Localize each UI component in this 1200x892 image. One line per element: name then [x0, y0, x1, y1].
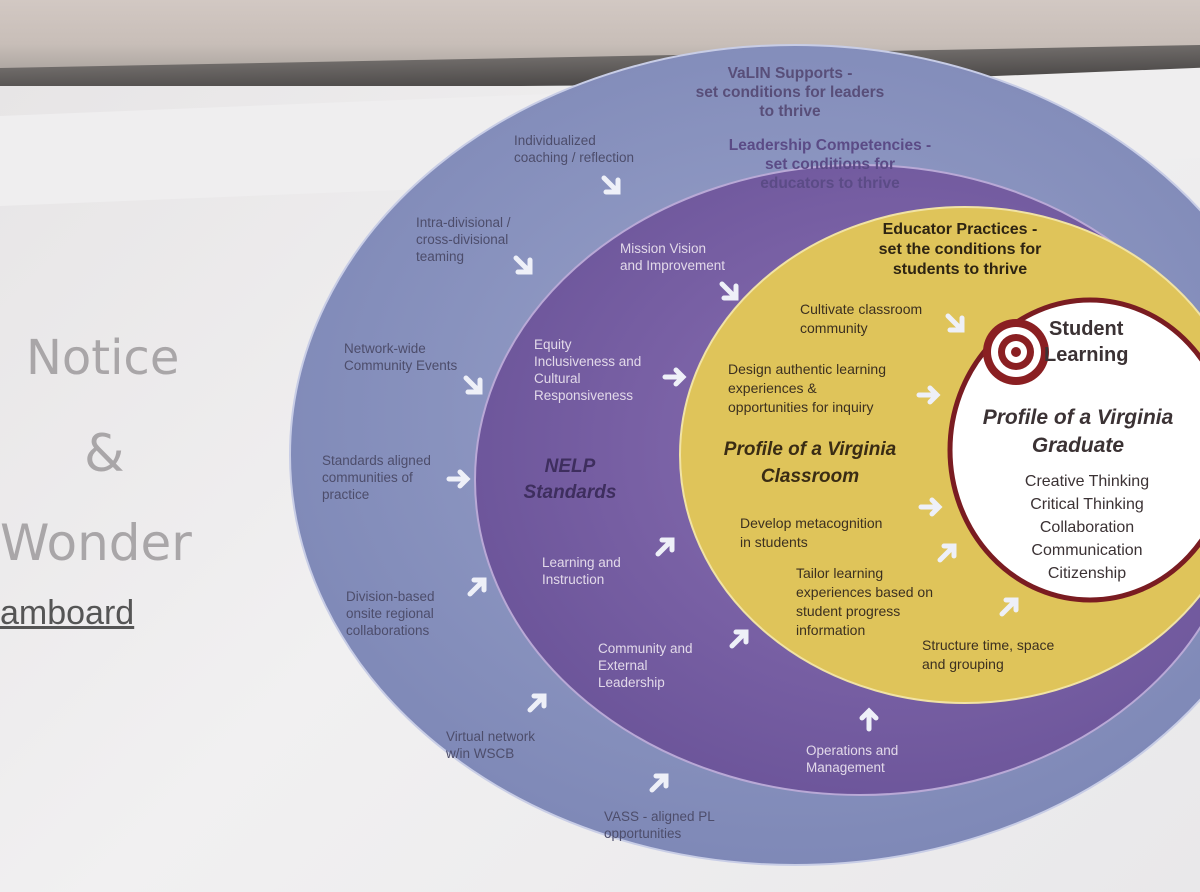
inner-item-3: Develop metacognition in students: [740, 515, 883, 550]
middle-item-2: Equity Inclusiveness and Cultural Respon…: [534, 337, 642, 403]
middle-ring-title: Leadership Competencies - set conditions…: [728, 137, 932, 192]
arrow-icon: [655, 537, 675, 557]
arrow-icon: [859, 707, 879, 732]
skill-item: Communication: [1031, 542, 1143, 559]
arrow-icon: [446, 469, 471, 489]
nelp-standards-label: NELP Standards: [523, 456, 617, 503]
middle-item-1: Mission Vision and Improvement: [620, 241, 726, 273]
outer-item-6: Virtual network w/in WSCB: [446, 729, 536, 761]
arrow-icon: [945, 313, 965, 333]
arrow-icon: [601, 175, 621, 195]
middle-item-3: Learning and Instruction: [542, 555, 621, 587]
skill-item: Critical Thinking: [1030, 496, 1144, 513]
inner-item-1: Cultivate classroom community: [800, 301, 923, 336]
skill-item: Collaboration: [1039, 519, 1135, 536]
graduate-skills-list: Creative Thinking Critical Thinking Coll…: [1012, 470, 1162, 585]
jamboard-link[interactable]: amboard: [0, 594, 135, 632]
arrow-icon: [649, 773, 669, 793]
outer-item-5: Division-based onsite regional collabora…: [346, 589, 435, 638]
inner-item-2: Design authentic learning experiences & …: [728, 361, 886, 415]
skill-item: Citizenship: [1047, 565, 1127, 582]
arrow-icon: [662, 367, 687, 387]
outer-item-2: Intra-divisional / cross-divisional team…: [416, 215, 511, 264]
arrow-icon: [729, 629, 749, 649]
wonder-text: Wonder: [0, 514, 192, 572]
student-learning-title: Student Learning: [1044, 318, 1129, 366]
outer-item-1: Individualized coaching / reflection: [514, 133, 635, 165]
outer-item-4: Standards aligned communities of practic…: [322, 453, 431, 502]
outer-item-3: Network-wide Community Events: [344, 341, 458, 373]
arrow-icon: [463, 375, 483, 395]
arrow-icon: [999, 597, 1019, 617]
inner-item-5: Structure time, space and grouping: [922, 637, 1055, 672]
inner-ring-title: Educator Practices - set the conditions …: [878, 221, 1042, 278]
skill-item: Creative Thinking: [1024, 473, 1150, 490]
arrow-icon: [916, 385, 941, 405]
outer-ring-title: VaLIN Supports - set conditions for lead…: [695, 65, 885, 120]
inner-item-4: Tailor learning experiences based on stu…: [796, 565, 933, 638]
middle-item-4: Community and External Leadership: [598, 641, 693, 690]
notice-text: Notice: [26, 330, 180, 386]
profile-classroom-label: Profile of a Virginia Classroom: [723, 439, 897, 487]
arrow-icon: [918, 497, 943, 517]
arrow-icon: [513, 255, 533, 275]
profile-graduate-label: Profile of a Virginia Graduate: [982, 406, 1174, 457]
arrow-icon: [467, 577, 487, 597]
middle-item-5: Operations and Management: [806, 743, 899, 775]
arrow-icon: [719, 281, 739, 301]
target-icon: [983, 319, 1049, 385]
arrow-icon: [527, 693, 547, 713]
ampersand-text: &: [84, 424, 125, 484]
outer-item-7: VASS - aligned PL opportunities: [604, 809, 715, 841]
arrow-icon: [937, 543, 957, 563]
